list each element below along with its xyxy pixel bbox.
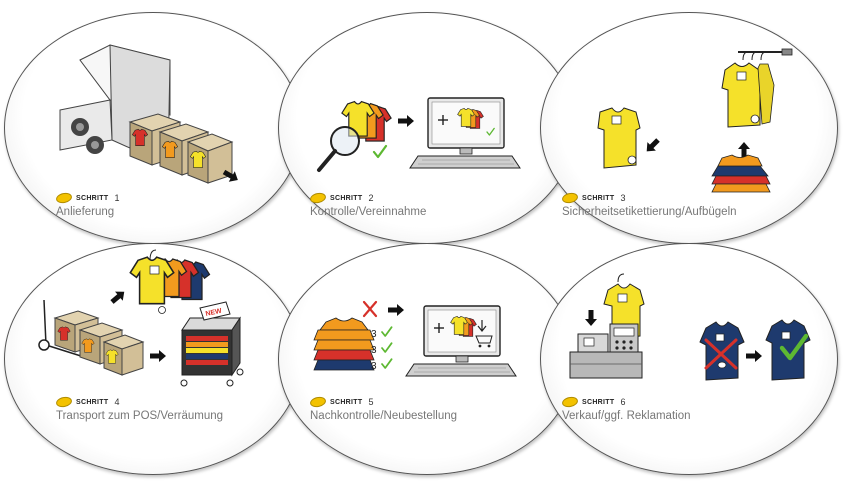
step-word: SCHRITT — [330, 194, 363, 202]
yellow-bullet-icon — [55, 395, 73, 409]
hand-cart — [38, 299, 145, 376]
cash-register-icon — [569, 323, 643, 379]
arrow-icon — [108, 287, 129, 307]
x-mark-icon — [362, 300, 378, 318]
arrow-icon — [746, 350, 762, 362]
delivery-boxes — [128, 113, 234, 184]
step-6-caption: SCHRITT 6 Verkauf/ggf. Reklamation — [561, 395, 691, 422]
computer-icon — [409, 97, 521, 169]
step-name: Transport zum POS/Verräumung — [56, 410, 224, 422]
step-number: 5 — [368, 397, 374, 407]
yellow-bullet-icon — [309, 191, 327, 205]
step-name: Nachkontrolle/Neubestellung — [310, 410, 458, 422]
truck-illustration — [59, 44, 171, 166]
magnifier-icon — [317, 126, 360, 172]
count-label: 3 — [371, 345, 377, 356]
accepted-shirt — [765, 319, 811, 381]
clothes-rack — [721, 48, 793, 128]
arrow-icon — [388, 304, 404, 316]
step-4-caption: SCHRITT 4 Transport zum POS/Verräumung — [55, 395, 224, 422]
computer-icon — [405, 305, 517, 377]
step-word: SCHRITT — [76, 398, 109, 406]
step-5-caption: SCHRITT 5 Nachkontrolle/Neubestellung — [309, 395, 458, 422]
step-word: SCHRITT — [330, 398, 363, 406]
hanging-shirts — [129, 249, 211, 314]
count-stack — [313, 317, 375, 371]
step-2-caption: SCHRITT 2 Kontrolle/Vereinnahme — [309, 191, 427, 218]
yellow-bullet-icon — [561, 395, 579, 409]
rejected-shirt — [699, 321, 745, 381]
step-name: Verkauf/ggf. Reklamation — [562, 410, 691, 422]
arrow-icon — [642, 135, 663, 156]
step-2-panel — [278, 12, 576, 244]
step-word: SCHRITT — [582, 194, 615, 202]
check-icon — [381, 342, 393, 353]
check-icon — [381, 358, 393, 369]
arrow-icon — [150, 350, 166, 362]
step-number: 6 — [620, 397, 626, 407]
arrow-icon — [585, 310, 597, 326]
check-icon — [372, 144, 388, 159]
count-label: 3 — [371, 361, 377, 372]
yellow-bullet-icon — [309, 395, 327, 409]
yellow-bullet-icon — [561, 191, 579, 205]
step-word: SCHRITT — [582, 398, 615, 406]
step-number: 1 — [114, 193, 120, 203]
step-number: 3 — [620, 193, 626, 203]
step-name: Kontrolle/Vereinnahme — [310, 206, 427, 218]
step-name: Sicherheitsetikettierung/Aufbügeln — [562, 206, 737, 218]
folded-stack — [711, 154, 771, 193]
step-3-caption: SCHRITT 3 Sicherheitsetikettierung/Aufbü… — [561, 191, 737, 218]
arrow-icon — [398, 115, 414, 127]
check-icon — [381, 326, 393, 337]
step-name: Anlieferung — [56, 206, 115, 218]
step-number: 4 — [114, 397, 120, 407]
tagged-shirt — [597, 107, 641, 169]
count-label: 3 — [371, 329, 377, 340]
step-1-caption: SCHRITT 1 Anlieferung — [55, 191, 120, 218]
new-tag: NEW — [205, 308, 223, 318]
yellow-bullet-icon — [55, 191, 73, 205]
shelf-cart — [180, 301, 244, 387]
x-mark-icon — [704, 338, 738, 370]
step-number: 2 — [368, 193, 374, 203]
step-word: SCHRITT — [76, 194, 109, 202]
